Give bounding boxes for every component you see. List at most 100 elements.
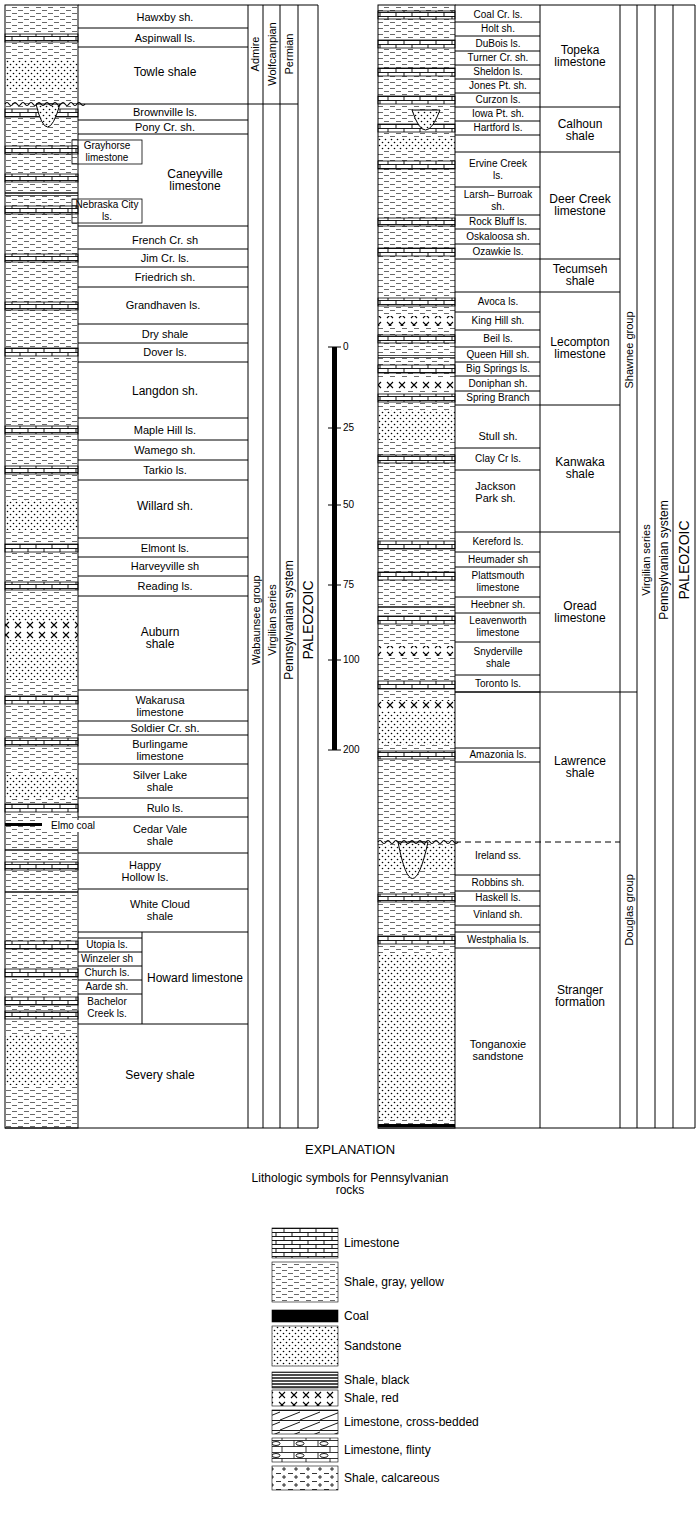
boundary-line [78,596,248,597]
unit-name: French Cr. sh [85,234,245,246]
limestone-bed [378,365,455,373]
boundary-line [78,735,248,736]
limestone-bed [378,218,455,226]
legend-text: Shale, black [344,1374,409,1386]
boundary-line [142,932,143,1024]
boundary-line [455,229,540,230]
unit-name: Lawrence shale [542,755,618,779]
limestone-bed [378,394,455,402]
boundary-line [637,5,638,1128]
boundary-line [78,287,248,288]
legend-text: Shale, calcareous [344,1472,439,1484]
limestone-bed [5,1011,78,1019]
limestone-bed [5,206,78,214]
unit-name: Iowa Pt. sh. [458,108,538,120]
boundary-line [455,642,540,643]
boundary-line [455,925,540,926]
legend-text: Coal [344,1310,369,1322]
boundary-line [78,557,248,558]
boundary-line [455,597,540,598]
boundary-line [78,966,142,967]
legend-swatch [272,1262,338,1302]
boundary-line [455,391,540,392]
boundary-line [455,51,540,52]
boundary-line [455,692,637,693]
unit-name: Tarkio ls. [85,464,245,476]
boundary-line [455,187,540,188]
unit-name: Jones Pt. sh. [458,80,538,92]
limestone-bed [378,298,455,306]
unit-name: Plattsmouth limestone [463,570,533,594]
unit-name: Sheldon ls. [458,66,538,78]
unit-name: Pony Cr. sh. [85,121,245,133]
unit-name: Stull sh. [458,430,538,442]
unit-name-vertical: PALEOZOIC [678,520,690,599]
unit-name: Spring Branch [458,392,538,404]
sandstone-bed [5,500,78,530]
boundary-line [78,798,248,799]
boundary-line [455,948,540,949]
scale-number: 0 [343,341,349,353]
unit-name: DuBois ls. [458,38,538,50]
legend-text: Limestone, flinty [344,1444,431,1456]
limestone-bed [5,941,78,949]
boundary-line [78,952,142,953]
boundary-line [655,5,656,1128]
boundary-line [298,5,299,1128]
unit-name: Kanwaka shale [542,456,618,480]
boundary-line [455,748,540,749]
unit-name: Snyderville shale [463,646,533,670]
unit-name: Oread limestone [542,600,618,624]
unit-name: Wakarusa limestone [120,694,200,718]
boundary-line [248,5,249,1128]
boundary-line [540,405,620,406]
unit-name-vertical: PALEOZOIC [302,580,314,659]
boundary-line [455,312,540,313]
coal-bed [378,1124,455,1127]
unconformity-line [378,841,458,844]
unit-name: Tonganoxie sandstone [463,1038,533,1062]
unit-name-vertical: Pennsylvanian system [658,500,670,619]
boundary-line [78,853,248,854]
unit-name: Wamego sh. [85,444,245,456]
strip-outline [5,5,78,1128]
unit-name-vertical: Shawnee group [623,311,635,388]
unit-name: Church ls. [74,967,140,979]
boundary-line [78,721,248,722]
boundary-line [328,505,341,506]
boundary-line [540,292,620,293]
limestone-bed [378,124,455,132]
boundary-line [455,36,540,37]
legend-swatch [272,1410,338,1434]
unit-name: Dover ls. [85,346,245,358]
boundary-line [455,292,540,293]
boundary-line [455,613,540,614]
boundary-line [328,428,341,429]
unit-name: Friedrich sh. [85,271,245,283]
unit-name: Jim Cr. ls. [85,252,245,264]
boundary-line [78,994,142,995]
limestone-bed [378,894,455,902]
scale-number: 50 [343,499,354,511]
boundary-line [695,5,696,1128]
unit-name: Lithologic symbols for Pennsylvanian roc… [250,1172,450,1196]
unit-name: Tecumseh shale [542,263,618,287]
boundary-line [5,1128,318,1129]
scale-number: 25 [343,422,354,434]
unit-name: Harveyville sh [85,560,245,572]
unit-name: Oskaloosa sh. [458,231,538,243]
unit-name: Haskell ls. [458,892,538,904]
boundary-line [378,1128,695,1129]
unit-name: Curzon ls. [458,94,538,106]
boundary-line [78,480,248,481]
boundary-line [280,5,281,1128]
unit-name: Holt sh. [458,23,538,35]
unit-name: Heebner sh. [458,599,538,611]
unit-name: Severy shale [125,1069,195,1081]
strip-outline [378,5,455,1128]
unit-name: Turner Cr. sh. [458,52,538,64]
unit-name: Ireland ss. [458,850,538,862]
limestone-bed [378,936,455,944]
limestone-bed [5,146,78,154]
limestone-bed [378,541,455,549]
